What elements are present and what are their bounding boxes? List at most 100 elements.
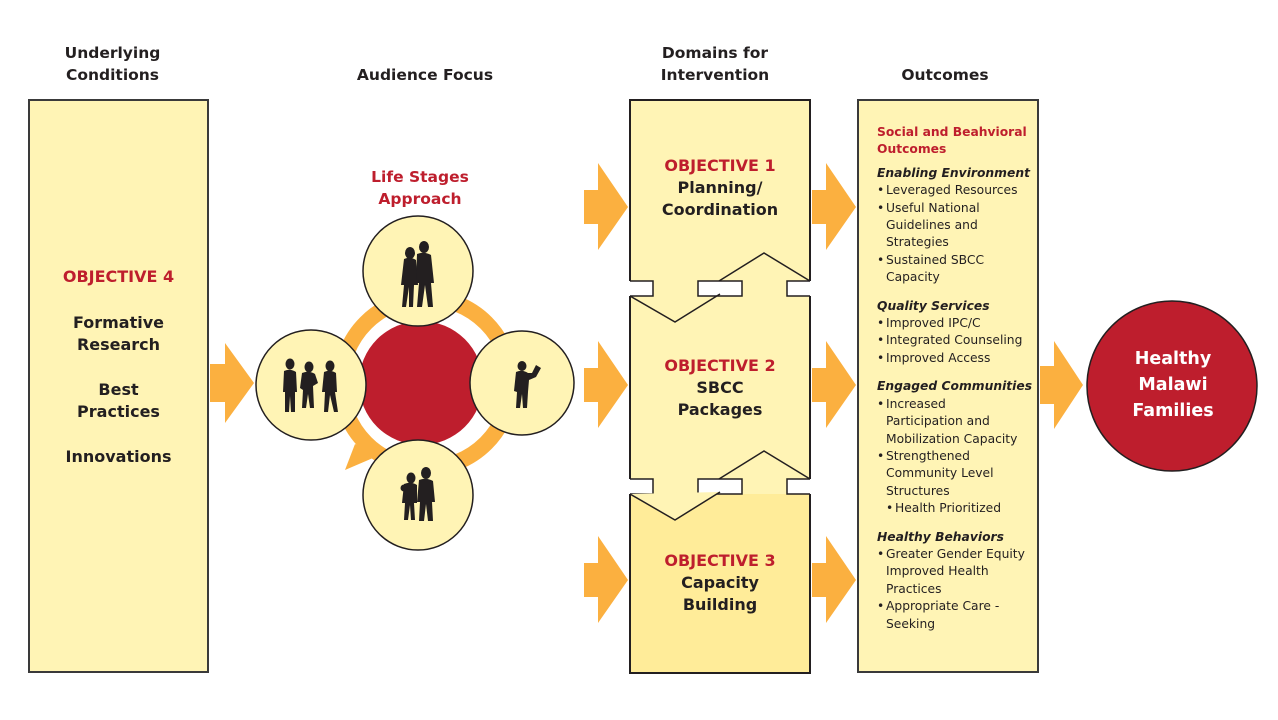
header-line: Conditions (65, 66, 160, 84)
outcome-section: Enabling Environment •Leveraged Resources… (877, 165, 1037, 287)
outcome-line: Integrated Counseling (886, 333, 1023, 348)
outcome-line: Appropriate Care - (886, 599, 1000, 614)
outcome-line: Improved Access (886, 350, 991, 365)
item-line: Research (76, 335, 161, 354)
objective1-line: Coordination (661, 200, 779, 219)
outcome-line: Sustained SBCC (886, 252, 985, 267)
title-line: Social and Beahvioral (877, 125, 1027, 139)
bullet-icon: • (877, 316, 885, 331)
objective4-item: Formative Research (29, 312, 208, 356)
outcome-list-item: •Appropriate Care - Seeking (877, 598, 1037, 633)
objective4-content: OBJECTIVE 4 Formative Research Best Prac… (29, 266, 208, 468)
objective3-label: OBJECTIVE 3 (664, 551, 776, 570)
objective1-box (629, 99, 811, 296)
outcome-section-heading: Healthy Behaviors (877, 529, 1004, 544)
arrow-to-goal-icon (1040, 341, 1083, 429)
header-audience-focus: Audience Focus (330, 64, 520, 86)
outcome-line: Participation and (886, 414, 990, 429)
arrow-to-objective3-icon (584, 536, 628, 623)
header-line: Outcomes (901, 66, 989, 84)
goal-text: Healthy Malawi Families (1088, 346, 1258, 424)
objective3-text: OBJECTIVE 3 Capacity Building (630, 550, 810, 616)
outcomes-panel: Social and Beahvioral Outcomes Enabling … (877, 124, 1037, 633)
bullet-icon: • (877, 396, 885, 411)
bullet-icon: • (877, 599, 885, 614)
family-silhouette-icon (400, 467, 435, 521)
goal-circle (1086, 300, 1258, 472)
bullet-icon: • (886, 501, 894, 516)
arrow-to-objective2-icon (584, 341, 628, 428)
item-line: Best (98, 380, 139, 399)
outcome-sections: Enabling Environment •Leveraged Resources… (877, 165, 1037, 633)
outcome-list-item: •Sustained SBCC Capacity (877, 252, 1037, 287)
header-line: Intervention (660, 66, 770, 84)
goal-line: Malawi (1138, 375, 1208, 395)
bullet-icon: • (877, 546, 885, 561)
outcome-list-item: •Health Prioritized (877, 500, 1037, 517)
outcome-line: Increased (886, 396, 946, 411)
outcome-section-heading: Quality Services (877, 298, 990, 313)
title-line: Life Stages (371, 168, 469, 186)
objective1-text: OBJECTIVE 1 Planning/ Coordination (630, 155, 810, 221)
bullet-icon: • (877, 252, 885, 267)
header-underlying-conditions: Underlying Conditions (30, 42, 195, 86)
outcome-section: Quality Services •Improved IPC/C•Integrat… (877, 298, 1037, 368)
arrow-right-icon (210, 343, 254, 423)
bullet-icon: • (877, 200, 885, 215)
outcome-line: Improved Health (886, 564, 989, 579)
child-reading-silhouette-icon (514, 361, 541, 408)
objective3-box (629, 494, 811, 674)
objective3-line: Building (682, 595, 758, 614)
objective2-line: SBCC (696, 378, 744, 397)
outcome-line: Community Level (886, 466, 994, 481)
objective4-item: Innovations (29, 446, 208, 468)
arrow-from-objective3-icon (812, 536, 856, 623)
connector-2-3 (620, 450, 820, 521)
item-line: Formative (72, 313, 165, 332)
objective2-label: OBJECTIVE 2 (664, 356, 776, 375)
arrow-from-objective2-icon (812, 341, 856, 428)
outcome-line: Mobilization Capacity (886, 431, 1018, 446)
bullet-icon: • (877, 183, 885, 198)
outcome-line: Health Prioritized (895, 501, 1002, 516)
outcome-list-item: •Improved IPC/C (877, 315, 1037, 332)
header-line: Domains for (661, 44, 769, 62)
arrow-to-objective1-icon (584, 163, 628, 250)
header-outcomes: Outcomes (860, 64, 1030, 86)
outcome-line: Useful National (886, 200, 980, 215)
objective4-label: OBJECTIVE 4 (62, 267, 175, 286)
outcome-line: Structures (886, 483, 950, 498)
stage-top (362, 215, 474, 327)
outcome-line: Greater Gender Equity (886, 546, 1025, 561)
bullet-icon: • (877, 333, 885, 348)
title-line: Outcomes (877, 142, 947, 157)
outcome-line: Practices (886, 581, 942, 596)
objective2-line: Packages (677, 400, 763, 419)
outcome-list-item: •Leveraged Resources (877, 182, 1037, 199)
cycle-arrowhead-icon (345, 444, 380, 470)
outcome-section-heading: Enabling Environment (877, 165, 1030, 180)
stage-bottom (362, 439, 474, 551)
life-stages-title: Life Stages Approach (340, 166, 500, 210)
outcome-line: Seeking (886, 616, 936, 631)
outcome-line: Capacity (886, 270, 940, 285)
objective2-box (629, 296, 811, 481)
objective4-box (28, 99, 209, 673)
item-line: Practices (77, 402, 160, 421)
outcome-line: Guidelines and (886, 218, 978, 233)
couple-silhouette-icon (401, 241, 434, 307)
title-line: Approach (378, 190, 462, 208)
bullet-icon: • (877, 448, 885, 463)
outcome-list-item: •Improved Access (877, 350, 1037, 367)
objective4-item: Best Practices (29, 379, 208, 423)
stage-left (255, 329, 367, 441)
objective2-text: OBJECTIVE 2 SBCC Packages (630, 355, 810, 421)
group-silhouette-icon (283, 358, 338, 412)
